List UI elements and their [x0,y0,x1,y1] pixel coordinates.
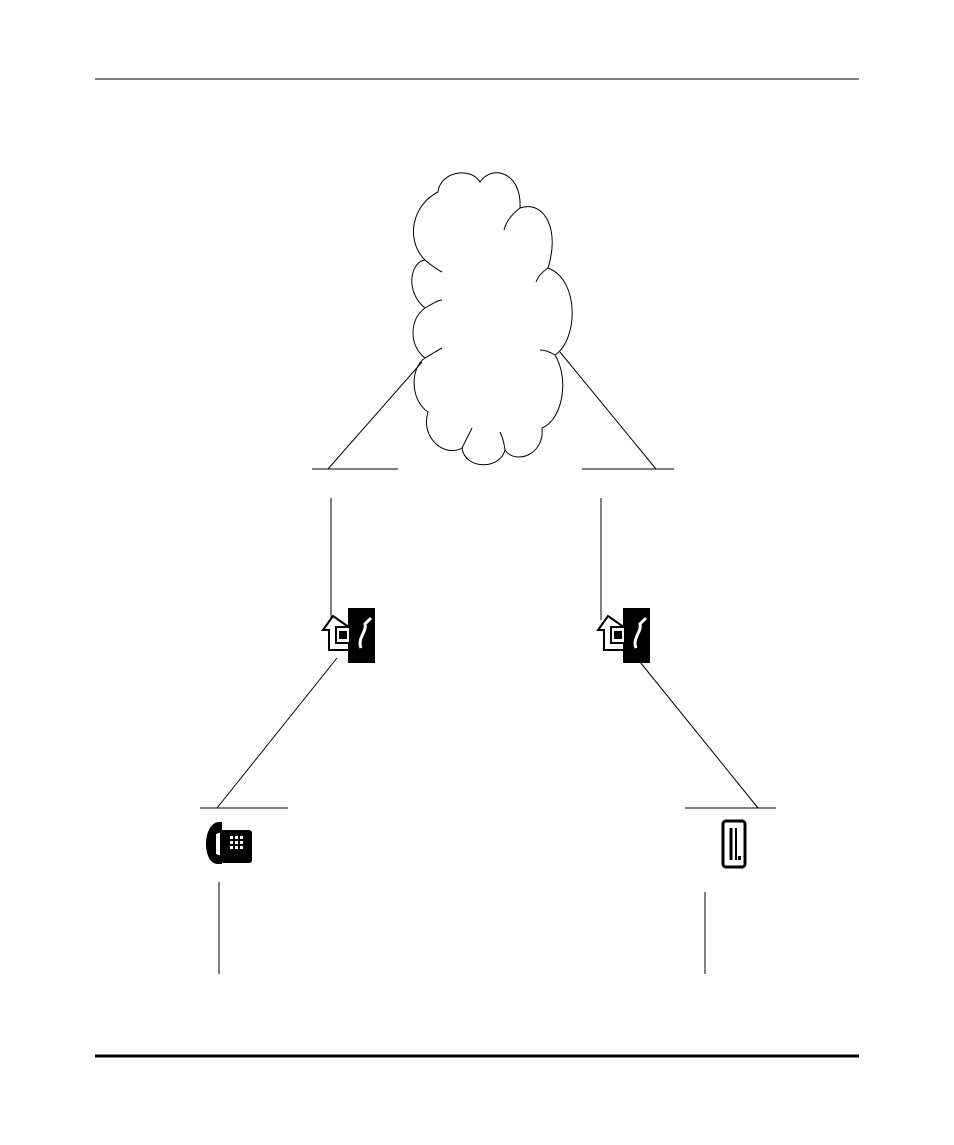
network-terminator-icon [598,608,650,663]
edge-gateway-right-terminal [640,662,758,808]
telephone-icon [206,822,252,864]
edge-network-right [560,352,656,469]
terminal-device-icon [723,821,745,867]
gateway-right [598,608,650,663]
phone [206,822,252,864]
edge-gateway-left-phone [217,658,337,808]
terminal [723,821,745,867]
edge-network-left [328,362,422,469]
cloud-icon [412,173,572,465]
